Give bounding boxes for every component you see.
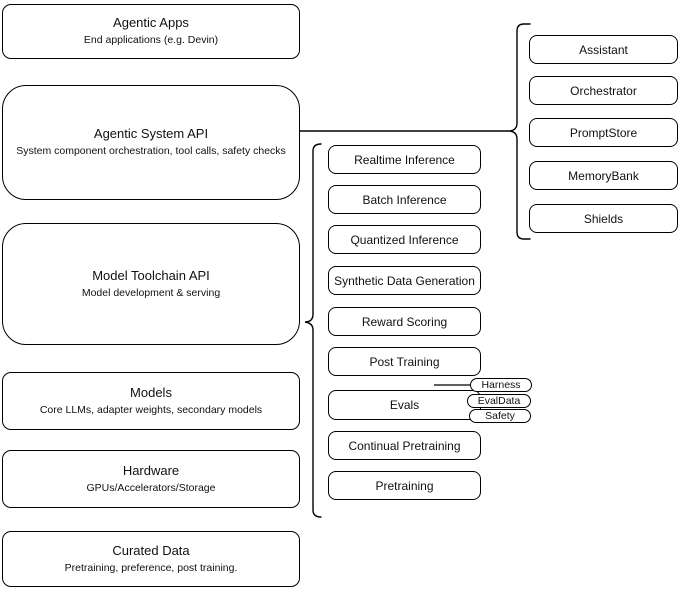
node-curated-data: Curated Data Pretraining, preference, po…: [2, 531, 300, 587]
node-title: Agentic Apps: [113, 15, 189, 31]
node-subtitle: Model development & serving: [81, 286, 221, 299]
node-title: Agentic System API: [93, 126, 209, 142]
node-subtitle: Core LLMs, adapter weights, secondary mo…: [39, 403, 263, 416]
node-promptstore: PromptStore: [529, 118, 678, 147]
node-synthetic-data-generation: Synthetic Data Generation: [328, 266, 481, 295]
node-title: Hardware: [122, 462, 180, 478]
pill-harness: Harness: [470, 378, 532, 392]
node-models: Models Core LLMs, adapter weights, secon…: [2, 372, 300, 430]
pill-evaldata: EvalData: [467, 394, 531, 408]
node-batch-inference: Batch Inference: [328, 185, 481, 214]
node-post-training: Post Training: [328, 347, 481, 376]
node-agentic-system-api: Agentic System API System component orch…: [2, 85, 300, 200]
node-title: Models: [130, 384, 172, 400]
pill-safety: Safety: [469, 409, 531, 423]
node-agentic-apps: Agentic Apps End applications (e.g. Devi…: [2, 4, 300, 59]
node-shields: Shields: [529, 204, 678, 233]
node-reward-scoring: Reward Scoring: [328, 307, 481, 336]
toolchain-brace: [304, 143, 322, 518]
node-title: Curated Data: [112, 542, 190, 558]
node-quantized-inference: Quantized Inference: [328, 225, 481, 254]
node-assistant: Assistant: [529, 35, 678, 64]
node-model-toolchain-api: Model Toolchain API Model development & …: [2, 223, 300, 345]
node-hardware: Hardware GPUs/Accelerators/Storage: [2, 450, 300, 508]
node-subtitle: GPUs/Accelerators/Storage: [86, 481, 216, 494]
node-subtitle: End applications (e.g. Devin): [83, 34, 219, 47]
system-components-bracket: [509, 23, 531, 240]
node-evals: Evals: [328, 390, 481, 420]
node-title: Model Toolchain API: [92, 267, 210, 283]
node-subtitle: System component orchestration, tool cal…: [16, 145, 286, 158]
node-orchestrator: Orchestrator: [529, 76, 678, 105]
node-pretraining: Pretraining: [328, 471, 481, 500]
node-memorybank: MemoryBank: [529, 161, 678, 190]
node-continual-pretraining: Continual Pretraining: [328, 431, 481, 460]
node-subtitle: Pretraining, preference, post training.: [64, 561, 238, 574]
node-realtime-inference: Realtime Inference: [328, 145, 481, 174]
